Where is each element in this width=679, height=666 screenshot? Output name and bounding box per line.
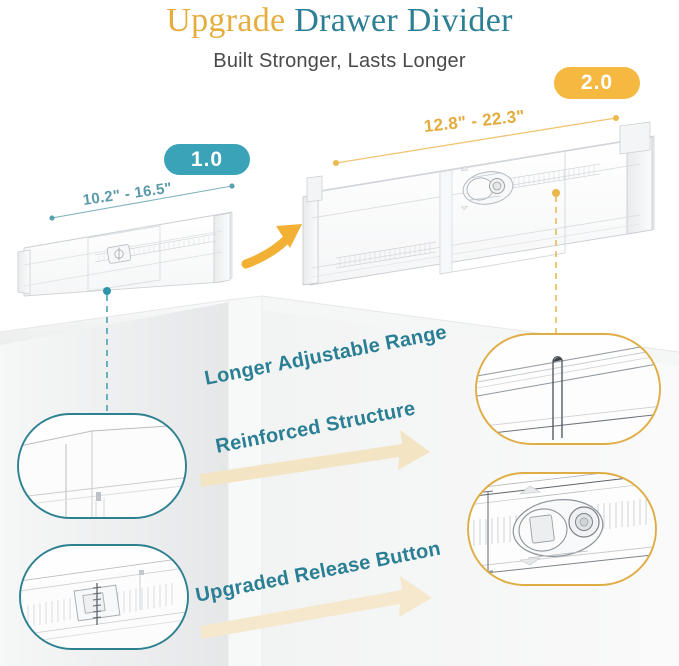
drawer-divider-v2-render: [302, 121, 655, 286]
page-subtitle: Built Stronger, Lasts Longer: [213, 50, 466, 72]
callout-new-release-button: [467, 472, 657, 586]
v2-release-button: [462, 171, 514, 205]
connector-v2-dot: [552, 189, 560, 197]
v2-dimension-label: 12.8" - 22.3": [422, 106, 526, 136]
title-product: Drawer Divider: [294, 2, 513, 39]
feature-label-release-button: Upgraded Release Button: [193, 537, 443, 607]
feature-label-adjustable-range: Longer Adjustable Range: [202, 321, 449, 390]
title-upgrade: Upgrade: [166, 2, 286, 39]
version-1-badge: 1.0: [164, 144, 250, 175]
callout-old-release-button: [19, 544, 189, 650]
callout-old-structure: [17, 413, 187, 519]
version-2-badge: 2.0: [554, 67, 640, 99]
connector-v1-dot: [103, 287, 111, 295]
upgrade-curved-arrow: [241, 224, 302, 269]
v1-release-latch: [106, 244, 132, 264]
feature-label-reinforced-structure: Reinforced Structure: [213, 397, 418, 458]
drawer-divider-v1-render: [17, 211, 233, 297]
page-title: Upgrade Drawer Divider: [0, 2, 679, 40]
v1-dimension-label: 10.2" - 16.5": [81, 179, 174, 209]
callout-new-structure: [475, 333, 661, 445]
